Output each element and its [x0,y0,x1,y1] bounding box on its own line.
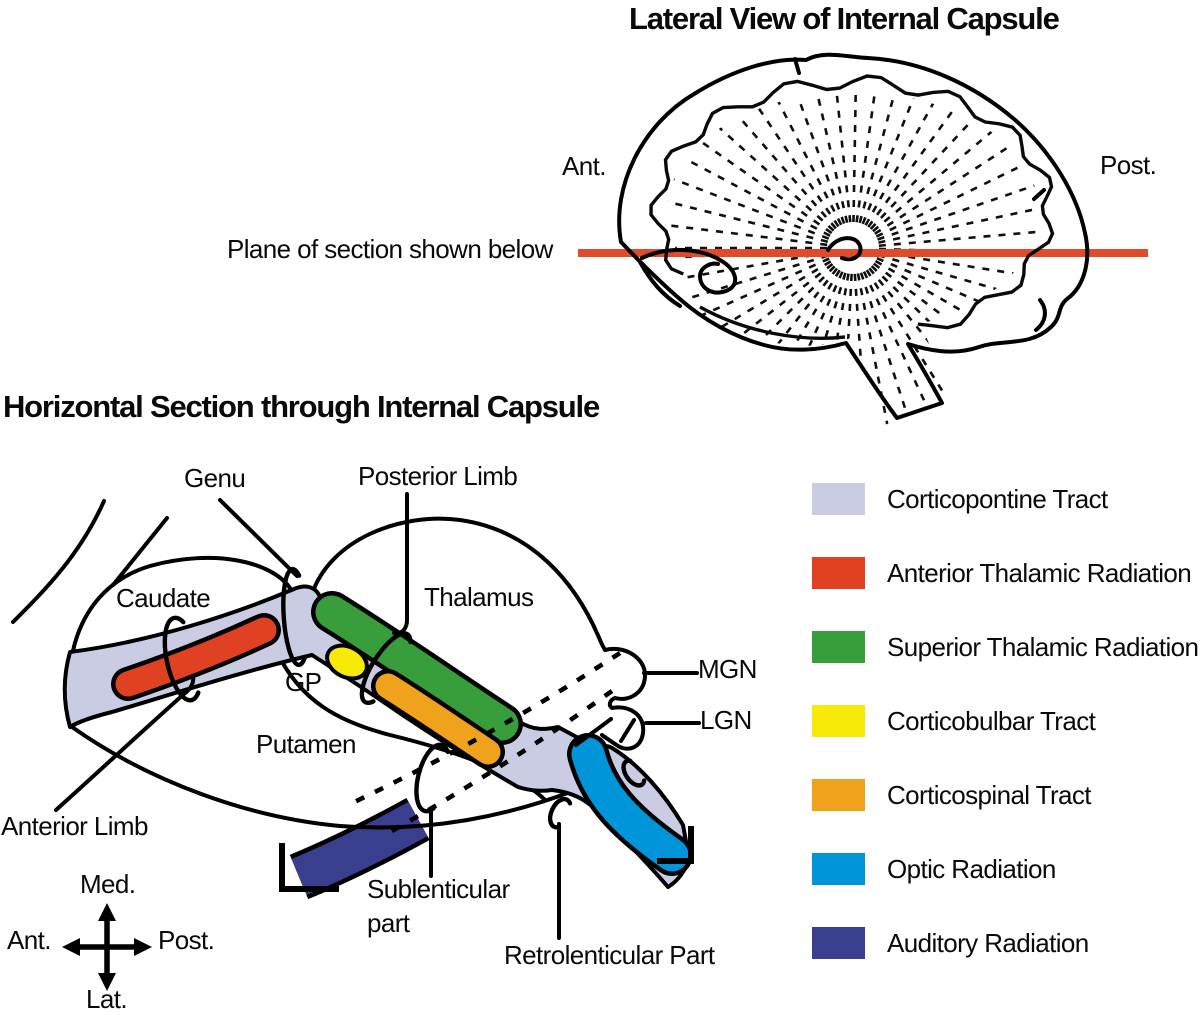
lateral-view-title: Lateral View of Internal Capsule [629,1,1060,36]
ring-posterior-limb [359,631,413,706]
legend-item-superior-thalamic: Superior Thalamic Radiation [812,631,1199,663]
corticobulbar-tract [325,643,369,681]
legend-item-auditory: Auditory Radiation [812,927,1198,959]
optic-cut-bracket-icon [657,826,694,864]
horizontal-section-title: Horizontal Section through Internal Caps… [3,389,600,424]
legend-label-corticobulbar: Corticobulbar Tract [887,705,1096,736]
legend-label-auditory: Auditory Radiation [887,927,1089,958]
corticospinal-tract [375,673,501,765]
legend-swatch-anterior-thalamic [812,557,865,589]
sublenticular-label: Sublenticular part [367,872,510,940]
putamen-outline [70,725,575,830]
cortex-inner-ribbon [649,74,1055,330]
brain-posterior-label: Post. [1100,150,1157,180]
compass-cross-icon [62,903,152,991]
brain-anterior-label: Ant. [562,151,606,181]
brain-outline [617,52,1090,420]
sublenticular-line2: part [367,908,410,938]
legend-item-anterior-thalamic: Anterior Thalamic Radiation [812,557,1198,589]
horizontal-section-drawing [11,492,701,940]
ring-lgn [621,758,647,788]
anterior-thalamic-radiation-tract [115,617,277,697]
caudate-label: Caudate [116,583,211,613]
legend-item-corticobulbar: Corticobulbar Tract [812,705,1198,737]
putamen-label: Putamen [256,729,356,759]
lgn-tick-marks [574,717,636,747]
compass-lateral-label: Lat. [86,984,128,1014]
compass-anterior-label: Ant. [7,925,51,955]
legend-label-optic: Optic Radiation [887,853,1056,884]
legend-item-corticopontine: Corticopontine Tract [812,483,1198,515]
optic-radiation-tract [571,737,689,872]
mgn-label: MGN [698,654,757,684]
legend-label-anterior-thalamic: Anterior Thalamic Radiation [887,557,1192,588]
legend-swatch-corticobulbar [812,705,865,737]
legend-swatch-corticopontine [812,483,865,515]
retrolenticular-label: Retrolenticular Part [504,940,715,970]
posterior-limb-leader [392,492,409,636]
sublenticular-boundary-dashed [381,689,614,839]
legend-swatch-optic [812,853,865,885]
superior-thalamic-radiation-tract [315,595,519,741]
legend-label-superior-thalamic: Superior Thalamic Radiation [887,631,1199,662]
thalamus-label: Thalamus [424,582,534,612]
lgn-label: LGN [700,705,752,735]
gp-label: GP [285,667,322,697]
auditory-cut-bracket-icon [279,843,339,892]
plane-of-section-caption: Plane of section shown below [227,234,553,264]
legend-item-optic: Optic Radiation [812,853,1198,885]
legend-swatch-superior-thalamic [812,631,865,663]
internal-capsule-curl [826,236,863,262]
legend-swatch-corticospinal [812,779,865,811]
legend-label-corticospinal: Corticospinal Tract [887,779,1092,810]
temporal-inner-line [699,305,846,340]
posterior-limb-label: Posterior Limb [358,461,518,491]
ring-retrolenticular [547,796,573,830]
ventricle-lines [11,499,169,624]
sylvian-curl [640,248,737,295]
legend-item-corticospinal: Corticospinal Tract [812,779,1198,811]
occipital-notch [793,57,1047,332]
sublenticular-line1: Sublenticular [367,874,510,904]
anterior-limb-label: Anterior Limb [1,811,148,841]
genu-leader [218,498,299,578]
legend-swatch-auditory [812,927,865,959]
legend-label-corticopontine: Corticopontine Tract [887,483,1108,514]
retrolenticular-boundary-dashed [345,651,622,809]
ring-sublenticular [414,742,450,814]
frontal-inner-line [638,260,682,308]
ring-anterior-limb [162,615,201,703]
anterior-limb-leader [54,674,196,812]
compass-medial-label: Med. [80,869,136,899]
tract-legend: Corticopontine Tract Anterior Thalamic R… [812,483,1199,959]
genu-label: Genu [184,463,246,493]
compass-posterior-label: Post. [158,925,215,955]
